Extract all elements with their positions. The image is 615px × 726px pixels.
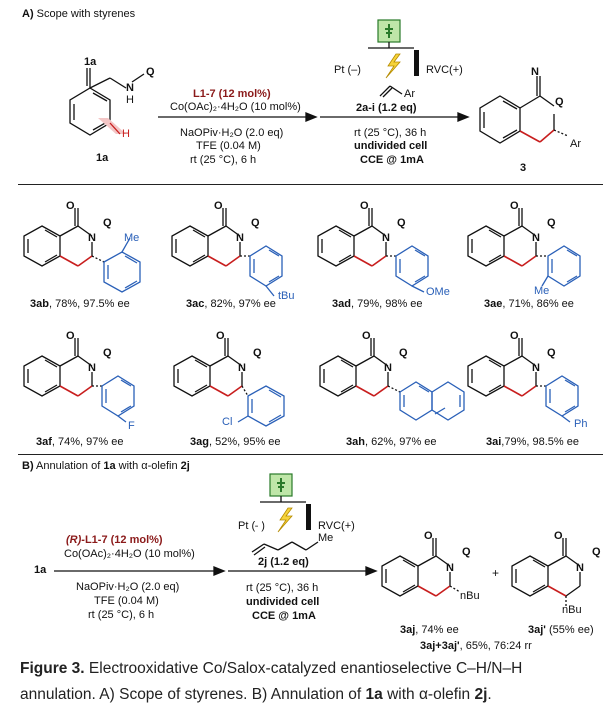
substituent-3ac: tBu bbox=[278, 290, 295, 302]
substituent-3ai: Ph bbox=[574, 418, 588, 430]
b-cond-current: CCE @ 1mA bbox=[252, 610, 316, 622]
substrate-label: 1a bbox=[96, 152, 109, 164]
b-solvent: TFE (0.04 M) bbox=[94, 595, 159, 607]
product-3aj-prime-sub: nBu bbox=[562, 604, 582, 616]
product-3ab-label: 3ab, 78%, 97.5% ee bbox=[30, 298, 130, 310]
atom-nh: H bbox=[126, 94, 134, 106]
electrochemical-cell-icon bbox=[366, 19, 419, 79]
substrate-label-o: 1a bbox=[84, 56, 97, 68]
substituent-3ad: OMe bbox=[426, 286, 450, 298]
b-catalyst: (R)-L1-7 (12 mol%) bbox=[66, 534, 163, 546]
product-3ad-label: 3ad, 79%, 98% ee bbox=[332, 298, 423, 310]
product-3ab-structure bbox=[23, 208, 141, 293]
step2-cell: undivided cell bbox=[354, 140, 428, 152]
product-3ai-label: 3ai,79%, 98.5% ee bbox=[486, 436, 579, 448]
product-3-q: Q bbox=[555, 96, 564, 108]
step1-base: NaOPiv·H₂O (2.0 eq) bbox=[180, 127, 284, 139]
reaction-arrow-1 bbox=[158, 112, 318, 122]
substituent-3af: F bbox=[128, 420, 135, 432]
atom-n: N bbox=[126, 82, 134, 94]
product-3aj-label: 3aj, 74% ee bbox=[400, 624, 459, 636]
product-3ag-structure bbox=[173, 338, 285, 427]
product-3ae-structure bbox=[467, 208, 581, 287]
product-3-structure bbox=[479, 76, 569, 144]
product-3ac-structure bbox=[171, 208, 283, 297]
product-3aj-prime-structure bbox=[511, 538, 581, 606]
product-3ag-label: 3ag, 52%, 95% ee bbox=[190, 436, 281, 448]
styrene-alkene bbox=[379, 85, 403, 98]
b-reagent: 2j (1.2 eq) bbox=[258, 556, 309, 568]
b-cobalt: Co(OAc)₂·4H₂O (10 mol%) bbox=[64, 548, 195, 560]
product-3ai-structure bbox=[467, 338, 579, 423]
atom-h-red: H bbox=[122, 128, 130, 140]
b-cathode-label: RVC(+) bbox=[318, 520, 355, 532]
product-3aj-structure bbox=[381, 538, 461, 597]
olefin-me: Me bbox=[318, 532, 334, 544]
step2-current: CCE @ 1mA bbox=[360, 154, 424, 166]
substituent-3ab: Me bbox=[124, 232, 140, 244]
anode-label: Pt (–) bbox=[334, 64, 361, 76]
b-base: NaOPiv·H₂O (2.0 eq) bbox=[76, 581, 180, 593]
product-3ah-label: 3ah, 62%, 97% ee bbox=[346, 436, 437, 448]
step2-reagent: 2a-i (1.2 eq) bbox=[356, 102, 417, 114]
product-3ad-structure bbox=[317, 208, 429, 293]
alkene-ar: Ar bbox=[404, 88, 415, 100]
olefin-2j-structure bbox=[251, 541, 319, 556]
b-start-1a: 1a bbox=[34, 564, 47, 576]
reaction-arrow-4 bbox=[228, 566, 378, 576]
b-electrochemical-cell-icon bbox=[258, 473, 311, 533]
substituent-3ae: Me bbox=[534, 285, 550, 297]
b-cond-temp: rt (25 °C), 36 h bbox=[246, 582, 319, 594]
atom-q: Q bbox=[146, 66, 155, 78]
cathode-label: RVC(+) bbox=[426, 64, 463, 76]
combined-yield: 3aj+3aj', 65%, 76:24 rr bbox=[420, 640, 532, 652]
plus-sign: + bbox=[492, 566, 500, 580]
step1-catalyst: L1-7 (12 mol%) bbox=[193, 88, 271, 100]
b-cond-cell: undivided cell bbox=[246, 596, 320, 608]
product-3aj-sub: nBu bbox=[460, 590, 480, 602]
figure-caption: Figure 3. Electrooxidative Co/Salox-cata… bbox=[20, 660, 523, 703]
product-3-n: N bbox=[531, 66, 539, 78]
product-3-ar: Ar bbox=[570, 138, 581, 150]
step1-solvent: TFE (0.04 M) bbox=[196, 140, 261, 152]
product-3af-label: 3af, 74%, 97% ee bbox=[36, 436, 124, 448]
step1-cobalt: Co(OAc)₂·4H₂O (10 mol%) bbox=[170, 101, 301, 113]
product-3af-structure bbox=[23, 338, 135, 423]
product-3aj-prime-label: 3aj' (55% ee) bbox=[528, 624, 594, 636]
reaction-arrow-2 bbox=[320, 112, 470, 122]
divider-1 bbox=[18, 184, 603, 185]
step2-temp: rt (25 °C), 36 h bbox=[354, 127, 427, 139]
b-temp: rt (25 °C), 6 h bbox=[88, 609, 155, 621]
reaction-arrow-3 bbox=[54, 566, 226, 576]
product-3ah-structure bbox=[319, 338, 465, 421]
divider-2 bbox=[18, 454, 603, 455]
product-3-label: 3 bbox=[520, 162, 527, 174]
substituent-3ag: Cl bbox=[222, 416, 233, 428]
part-a-heading: A) Scope with styrenes bbox=[22, 8, 136, 20]
product-3ae-label: 3ae, 71%, 86% ee bbox=[484, 298, 574, 310]
substrate-1a-structure bbox=[69, 68, 145, 136]
step1-temp: rt (25 °C), 6 h bbox=[190, 154, 257, 166]
part-b-heading: B) Annulation of 1a with α-olefin 2j bbox=[22, 460, 190, 472]
product-3ac-label: 3ac, 82%, 97% ee bbox=[186, 298, 276, 310]
